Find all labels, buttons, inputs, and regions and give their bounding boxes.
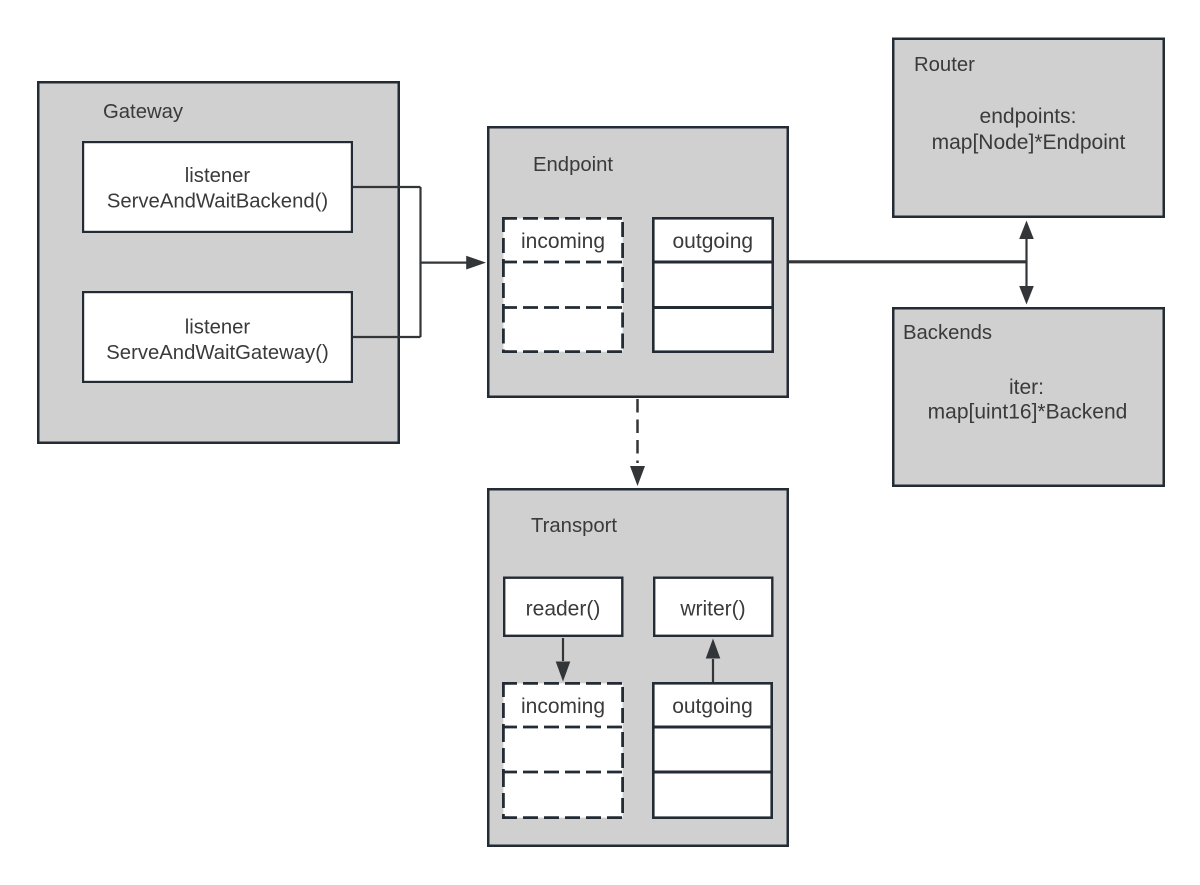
svg-text:map[Node]*Endpoint: map[Node]*Endpoint bbox=[932, 131, 1126, 154]
svg-text:ServeAndWaitBackend(): ServeAndWaitBackend() bbox=[107, 191, 328, 213]
svg-text:endpoints:: endpoints: bbox=[980, 105, 1077, 128]
svg-text:writer(): writer() bbox=[679, 598, 745, 621]
svg-text:outgoing: outgoing bbox=[672, 695, 753, 718]
svg-text:map[uint16]*Backend: map[uint16]*Backend bbox=[928, 401, 1128, 424]
svg-text:incoming: incoming bbox=[521, 695, 605, 718]
svg-text:outgoing: outgoing bbox=[673, 230, 754, 253]
svg-text:listener: listener bbox=[185, 165, 251, 187]
svg-text:listener: listener bbox=[185, 317, 251, 339]
svg-text:Transport: Transport bbox=[531, 515, 617, 537]
svg-text:Router: Router bbox=[914, 54, 975, 76]
svg-text:Gateway: Gateway bbox=[103, 101, 184, 123]
svg-text:ServeAndWaitGateway(): ServeAndWaitGateway() bbox=[106, 342, 328, 364]
svg-text:Backends: Backends bbox=[903, 322, 992, 344]
svg-text:Endpoint: Endpoint bbox=[533, 154, 613, 176]
svg-text:reader(): reader() bbox=[526, 598, 601, 621]
svg-text:iter:: iter: bbox=[1009, 376, 1044, 399]
svg-text:incoming: incoming bbox=[521, 230, 605, 253]
